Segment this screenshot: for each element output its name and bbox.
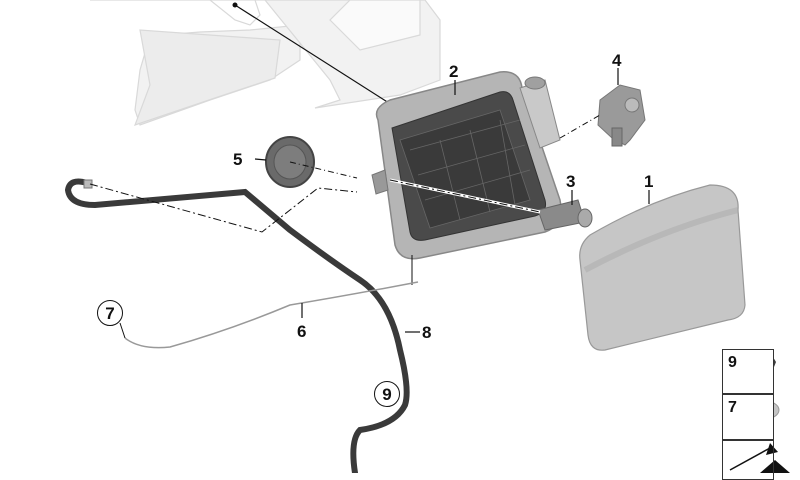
legend-item-expanding-rivet[interactable]: 7 <box>722 394 774 440</box>
callout-7[interactable]: 7 <box>97 300 123 326</box>
emergency-release-cable <box>124 281 419 349</box>
callout-5[interactable]: 5 <box>233 150 243 169</box>
fuel-filler-housing <box>371 71 562 260</box>
legend-item-hose-clip[interactable]: 9 <box>722 349 774 394</box>
callout-8[interactable]: 8 <box>422 323 432 342</box>
callout-4[interactable]: 4 <box>612 51 622 70</box>
body-panel <box>90 0 441 126</box>
legend-label: 7 <box>728 399 737 416</box>
callout-9[interactable]: 9 <box>374 381 400 407</box>
legend-item-next-page[interactable] <box>722 440 774 480</box>
callout-6[interactable]: 6 <box>297 322 307 341</box>
actuator-motor <box>597 84 646 147</box>
callout-3[interactable]: 3 <box>566 172 576 191</box>
callout-2[interactable]: 2 <box>449 62 459 81</box>
actuator-pin <box>537 199 593 231</box>
drain-hose <box>64 178 410 473</box>
legend-label: 9 <box>728 354 737 371</box>
callout-1[interactable]: 1 <box>644 172 654 191</box>
next-page-arrow-icon[interactable] <box>729 443 790 473</box>
fuel-filler-flap <box>579 184 746 351</box>
